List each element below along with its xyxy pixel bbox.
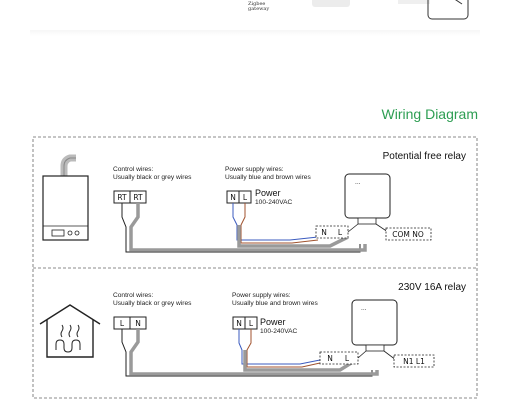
gateway-label-line2: gateway (248, 6, 270, 12)
control-wire-gray (129, 329, 379, 376)
relay-terminals-label: N1 L1 (403, 357, 425, 366)
power-terminal-l: L (249, 319, 254, 328)
relay-terminals-box: COM NO (385, 227, 432, 241)
power-terminal-block: N L (232, 316, 258, 330)
power-wires-title: Power supply wires: (225, 166, 284, 173)
device-outline-icon (427, 0, 469, 20)
control-terminal-n: N (135, 319, 141, 328)
module-nl-terminals: N L (319, 351, 359, 365)
relay-terminals-label: COM NO (392, 230, 424, 239)
control-wire-gray (129, 203, 367, 252)
control-wires-note: Usually black or grey wires (113, 174, 192, 181)
power-voltage: 100-240VAC (260, 328, 298, 335)
power-terminal-l: L (243, 193, 248, 202)
strip-shadow (30, 30, 480, 36)
thermostat-icon-fragment (398, 0, 430, 4)
relay-terminals-box: N1 L1 (393, 354, 435, 368)
power-wire-blue (238, 329, 321, 365)
control-terminal-block: RT RT (113, 190, 147, 204)
relay-type-label: Potential free relay (383, 151, 466, 162)
previous-section-strip: Zigbee gateway (0, 0, 507, 40)
module-nl-terminals: N L (315, 225, 349, 239)
control-wires-note: Usually black or grey wires (113, 300, 192, 307)
power-voltage: 100-240VAC (255, 199, 293, 206)
control-terminal-block: L N (113, 316, 147, 330)
device-marker: ... (361, 305, 367, 312)
panel-top: Potential free relay Control wires: Usua… (42, 151, 466, 253)
module-lead (357, 350, 367, 359)
control-wires-title: Control wires: (113, 292, 153, 299)
power-wire-blue (232, 203, 319, 241)
gateway-label-line1: Zigbee (248, 1, 266, 7)
power-wire-brown (246, 329, 321, 368)
power-cable-gray (243, 350, 357, 372)
control-terminal-l: L (120, 319, 125, 328)
power-wires-note: Usually blue and brown wires (225, 174, 311, 181)
module-terminal-n: N (327, 354, 333, 363)
control-terminal-1: RT (117, 193, 127, 202)
module-lead (347, 223, 359, 233)
power-label: Power (255, 188, 281, 198)
power-cable-gray (237, 225, 349, 248)
module-terminal-l: L (345, 354, 350, 363)
relay-module: ... (351, 299, 398, 352)
gateway-image-fragment (312, 0, 350, 7)
relay-type-label: 230V 16A relay (398, 282, 466, 293)
module-terminal-n: N (321, 228, 327, 237)
power-label: Power (260, 317, 286, 327)
boiler-icon (42, 154, 89, 241)
power-terminal-block: N L (226, 190, 252, 204)
gateway-label: Zigbee gateway (248, 2, 269, 12)
module-terminal-l: L (338, 228, 343, 237)
control-wires-title: Control wires: (113, 166, 153, 173)
section-title: Wiring Diagram (381, 106, 478, 122)
power-wires-note: Usually blue and brown wires (232, 300, 318, 307)
control-terminal-2: RT (133, 193, 143, 202)
power-wires-title: Power supply wires: (232, 292, 291, 299)
panel-bottom: 230V 16A relay Control wires: Usually bl… (39, 282, 466, 377)
power-wire-brown (240, 203, 319, 244)
power-terminal-n: N (236, 319, 242, 328)
power-terminal-n: N (230, 193, 236, 202)
floor-heating-house-icon (39, 304, 101, 358)
diagram-frame (32, 136, 478, 399)
device-marker: ... (355, 179, 361, 186)
relay-module: ... (344, 173, 391, 225)
